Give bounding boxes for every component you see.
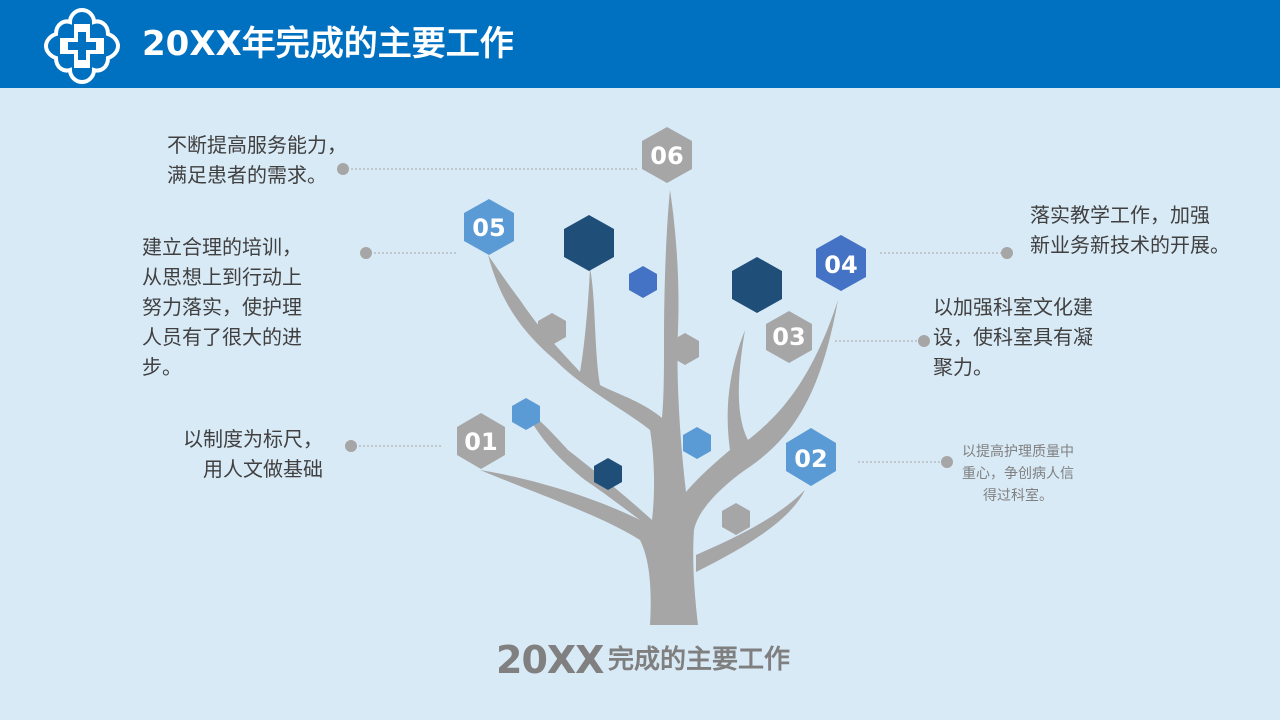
connector-dots (337, 163, 1013, 468)
tree-shape (480, 190, 838, 625)
footer-caption: 完成的主要工作 (608, 645, 791, 675)
node-label: 03 (772, 323, 805, 351)
decor-hexagon (671, 333, 699, 365)
footer-year: 20XX (496, 638, 604, 682)
node-01: 01 (457, 413, 505, 469)
node-label: 06 (650, 142, 683, 170)
connector-lines (343, 168, 1007, 463)
decor-hexagons (512, 215, 782, 535)
decor-hexagon (594, 458, 622, 490)
note-06: 不断提高服务能力， 满足患者的需求。 (167, 133, 347, 187)
medical-cross-icon (43, 7, 121, 85)
node-06: 06 (642, 127, 692, 183)
note-01: 以制度为标尺， 用人文做基础 (183, 427, 323, 481)
note-04: 落实教学工作，加强 新业务新技术的开展。 (1030, 203, 1230, 257)
node-label: 02 (794, 445, 827, 473)
node-label: 04 (824, 251, 857, 279)
decor-hexagon (722, 503, 750, 535)
page-title: 20XX年完成的主要工作 (142, 24, 514, 64)
note-03: 以加强科室文化建 设，使科室具有凝 聚力。 (933, 295, 1093, 379)
decor-hexagon (683, 427, 711, 459)
note-05: 建立合理的培训， 从思想上到行动上 努力落实，使护理 人员有了很大的进 步。 (142, 235, 302, 379)
title-bar: 20XX年完成的主要工作 (0, 0, 1280, 88)
node-04: 04 (816, 235, 866, 291)
node-05: 05 (464, 199, 514, 255)
decor-hexagon (512, 398, 540, 430)
decor-hexagon (564, 215, 614, 271)
node-label: 05 (472, 214, 505, 242)
decor-hexagon (538, 313, 566, 345)
decor-hexagon (732, 257, 782, 313)
decor-hexagon (629, 266, 657, 298)
node-02: 02 (786, 428, 836, 486)
node-03: 03 (766, 311, 812, 363)
note-02: 以提高护理质量中 重心，争创病人信 得过科室。 (962, 444, 1074, 504)
node-label: 01 (464, 428, 497, 456)
